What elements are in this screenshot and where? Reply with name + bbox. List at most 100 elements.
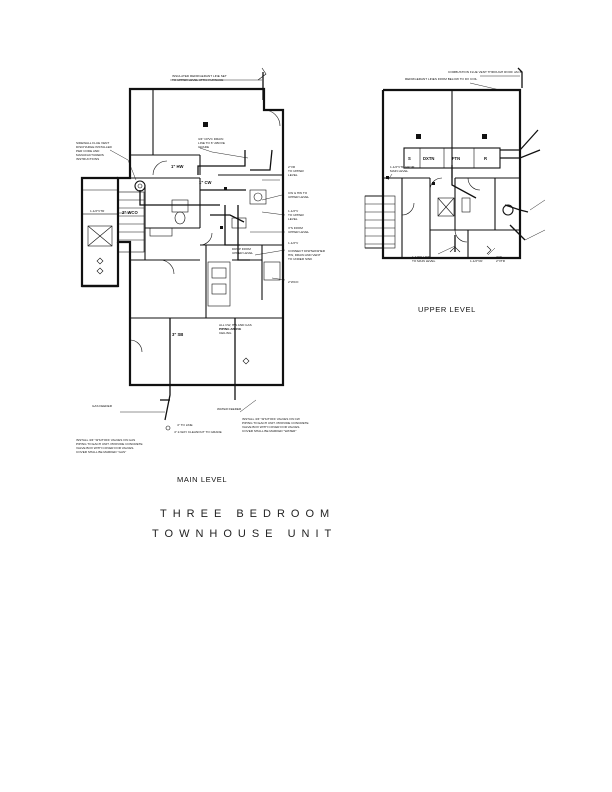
svg-text:1-1/2"VTR FROM: 1-1/2"VTR FROM — [390, 165, 415, 169]
upper-level-leaders — [387, 75, 546, 256]
svg-text:INSTALL 3/4" SHUTOFF VALVES ON: INSTALL 3/4" SHUTOFF VALVES ON CW — [242, 417, 300, 421]
note-sidewall-flue-4: MANUFACTURERS — [76, 153, 104, 157]
note-cw-hw-1: CW & HW TO — [288, 191, 308, 195]
note-gas-feeder: GAS FEEDER — [92, 404, 113, 408]
title-line-1: THREE BEDROOM — [160, 508, 335, 520]
svg-text:2"VR: 2"VR — [288, 165, 296, 169]
note-shutoff-water-1: INSTALL 3/4" SHUTOFF VALVES ON CW — [242, 417, 300, 421]
equip-s: S — [408, 156, 411, 161]
main-level-plan: INSULATED REFRIGERANT LINE SET TO UPPER … — [76, 67, 326, 484]
svg-text:CEILING: CEILING — [219, 331, 232, 335]
note-up-upper-1: 2"VR — [288, 165, 296, 169]
main-level-fixtures — [87, 122, 281, 365]
equip-ftn: FTN — [452, 156, 460, 161]
note-dishwasher-3: TO UNDER SINK — [288, 257, 313, 261]
note-wco: 2" WCO — [122, 210, 138, 215]
note-shutoff-water-4: COVER SHALL BE MARKED "WATER" — [242, 429, 297, 433]
note-dishwasher-1: CONNECT DISHWASHER — [288, 249, 326, 253]
main-level-walls — [80, 87, 285, 387]
svg-text:GRADE: GRADE — [198, 145, 209, 149]
svg-text:LEVEL: LEVEL — [288, 217, 298, 221]
note-shutoff-gas-4: COVER SHALL BE MARKED "GAS" — [76, 450, 126, 454]
svg-text:TO UNDER SINK: TO UNDER SINK — [288, 257, 313, 261]
note-refrigerant-line-1: INSULATED REFRIGERANT LINE SET — [172, 74, 227, 78]
note-cw-hw-2: UPPER LEVEL — [288, 195, 309, 199]
note-sidewall-flue-3: PER CODE AND — [76, 149, 100, 153]
note-shutoff-water-2: PIPING TO EACH UNIT. PROVIDE CONCRETE — [242, 421, 309, 425]
svg-text:INSULATED REFRIGERANT LINE SET: INSULATED REFRIGERANT LINE SET — [172, 74, 227, 78]
note-vtr-left: 1-1/2"VTR — [90, 209, 105, 213]
note-hw: 1" HW — [171, 164, 184, 169]
note-dishwasher-2: HW, DRAIN AND VENT — [288, 253, 321, 257]
svg-text:LINE TO 6" ABOVE: LINE TO 6" ABOVE — [198, 141, 225, 145]
svg-text:DROP FROM: DROP FROM — [232, 247, 251, 251]
note-shutoff-gas-1: INSTALL 3/4" SHUTOFF VALVES ON GAS — [76, 438, 135, 442]
main-level-notes: INSULATED REFRIGERANT LINE SET TO UPPER … — [76, 74, 326, 454]
note-cond-drain-1: 3/4" CPVC DRAIN — [198, 137, 223, 141]
svg-text:MANUFACTURERS: MANUFACTURERS — [76, 153, 104, 157]
note-sidewall-flue-5: INSTRUCTIONS — [76, 157, 99, 161]
svg-text:PIPING TO EACH UNIT. PROVIDE C: PIPING TO EACH UNIT. PROVIDE CONCRETE — [242, 421, 309, 425]
svg-text:TO UPPER: TO UPPER — [288, 169, 305, 173]
svg-text:TO UPPER: TO UPPER — [288, 213, 305, 217]
note-piping-above-2: PIPING ABOVE — [219, 327, 241, 331]
note-refrigerant-line-2: TO UPPER LEVEL ATTIC FURNACE — [172, 78, 223, 82]
svg-text:SIDEWALL FLUE VENT: SIDEWALL FLUE VENT — [76, 141, 109, 145]
note-combustion-flue: COMBUSTION FLUE VENT THROUGH ROOF JACK — [448, 70, 523, 74]
note-piping-above-1: ALL CW, HW AND GAS — [219, 323, 252, 327]
note-to-line: 4" TO LINE — [177, 423, 193, 427]
svg-text:UPPER LEVEL: UPPER LEVEL — [288, 195, 309, 199]
note-v-upper-3: LEVEL — [288, 217, 298, 221]
svg-text:PIPING TO EACH UNIT. PROVIDE C: PIPING TO EACH UNIT. PROVIDE CONCRETE — [76, 442, 143, 446]
note-vtr-main-2: MAIN LEVEL — [390, 169, 409, 173]
upper-level-notes: COMBUSTION FLUE VENT THROUGH ROOF JACK R… — [390, 70, 523, 263]
upper-level-piping — [449, 67, 541, 255]
drawing-title: THREE BEDROOM TOWNHOUSE UNIT — [152, 508, 335, 540]
note-vtr-small: 1-1/2"VR — [470, 259, 483, 263]
svg-text:2"W: 2"W — [496, 255, 502, 259]
note-shutoff-water-3: VALVE BOX WITH COVER FOR VALVES. — [242, 425, 300, 429]
note-sb: 3" SB — [172, 332, 183, 337]
note-v-upper-1: 1-1/2"V — [288, 209, 299, 213]
note-water-feeder: WATER FEEDER — [217, 407, 242, 411]
svg-text:1-1/2"S LINE: 1-1/2"S LINE — [412, 255, 430, 259]
svg-text:PIPING ABOVE: PIPING ABOVE — [219, 327, 241, 331]
note-v-one: 1-1/2"V — [288, 241, 299, 245]
note-up-upper-2: TO UPPER — [288, 169, 305, 173]
svg-text:COVER SHALL BE MARKED "GAS": COVER SHALL BE MARKED "GAS" — [76, 450, 126, 454]
svg-text:3/4" CPVC DRAIN: 3/4" CPVC DRAIN — [198, 137, 223, 141]
note-drop-2: UPPER LEVEL — [232, 251, 253, 255]
svg-text:2"VTR: 2"VTR — [496, 259, 506, 263]
note-up-upper-3: LEVEL — [288, 173, 298, 177]
svg-text:PER CODE AND: PER CODE AND — [76, 149, 100, 153]
note-shutoff-gas-3: VALVE BOX WITH COVER FOR VALVES. — [76, 446, 134, 450]
svg-text:DISCHARGE INSTALLED: DISCHARGE INSTALLED — [76, 145, 113, 149]
main-level-leaders — [109, 79, 286, 413]
note-line-main-2: TO MAIN LEVEL — [412, 259, 436, 263]
note-refrigerant-lines: REFRIGERANT LINES FROM BELOW TO DX COIL — [405, 77, 477, 81]
main-level-piping — [139, 67, 273, 431]
note-from-upper-2: UPPER LEVEL — [288, 230, 309, 234]
note-line-main-1: 1-1/2"S LINE — [412, 255, 430, 259]
svg-text:INSTALL 3/4" SHUTOFF VALVES ON: INSTALL 3/4" SHUTOFF VALVES ON GAS — [76, 438, 135, 442]
svg-text:TO MAIN LEVEL: TO MAIN LEVEL — [412, 259, 436, 263]
upper-level-label: UPPER LEVEL — [418, 305, 476, 314]
equip-dxtn: DXTN — [423, 156, 434, 161]
svg-text:ALL CW, HW AND GAS: ALL CW, HW AND GAS — [219, 323, 252, 327]
svg-text:CW & HW TO: CW & HW TO — [288, 191, 308, 195]
svg-text:MAIN LEVEL: MAIN LEVEL — [390, 169, 409, 173]
upper-level-equipment: S DXTN FTN R — [386, 134, 501, 185]
upper-level-plan: S DXTN FTN R — [364, 67, 546, 314]
svg-text:VALVE BOX WITH COVER FOR VALVE: VALVE BOX WITH COVER FOR VALVES. — [76, 446, 134, 450]
note-v-upper-2: TO UPPER — [288, 213, 305, 217]
note-from-upper-1: 3"S FROM — [288, 226, 303, 230]
note-v-small-2: 2"VTR — [496, 259, 506, 263]
svg-text:HW, DRAIN AND VENT: HW, DRAIN AND VENT — [288, 253, 321, 257]
svg-text:CONNECT DISHWASHER: CONNECT DISHWASHER — [288, 249, 326, 253]
svg-text:TO UPPER LEVEL ATTIC FURNACE: TO UPPER LEVEL ATTIC FURNACE — [172, 78, 223, 82]
note-shutoff-gas-2: PIPING TO EACH UNIT. PROVIDE CONCRETE — [76, 442, 143, 446]
svg-text:LEVEL: LEVEL — [288, 173, 298, 177]
svg-text:INSTRUCTIONS: INSTRUCTIONS — [76, 157, 99, 161]
note-vtr-main-1: 1-1/2"VTR FROM — [390, 165, 415, 169]
